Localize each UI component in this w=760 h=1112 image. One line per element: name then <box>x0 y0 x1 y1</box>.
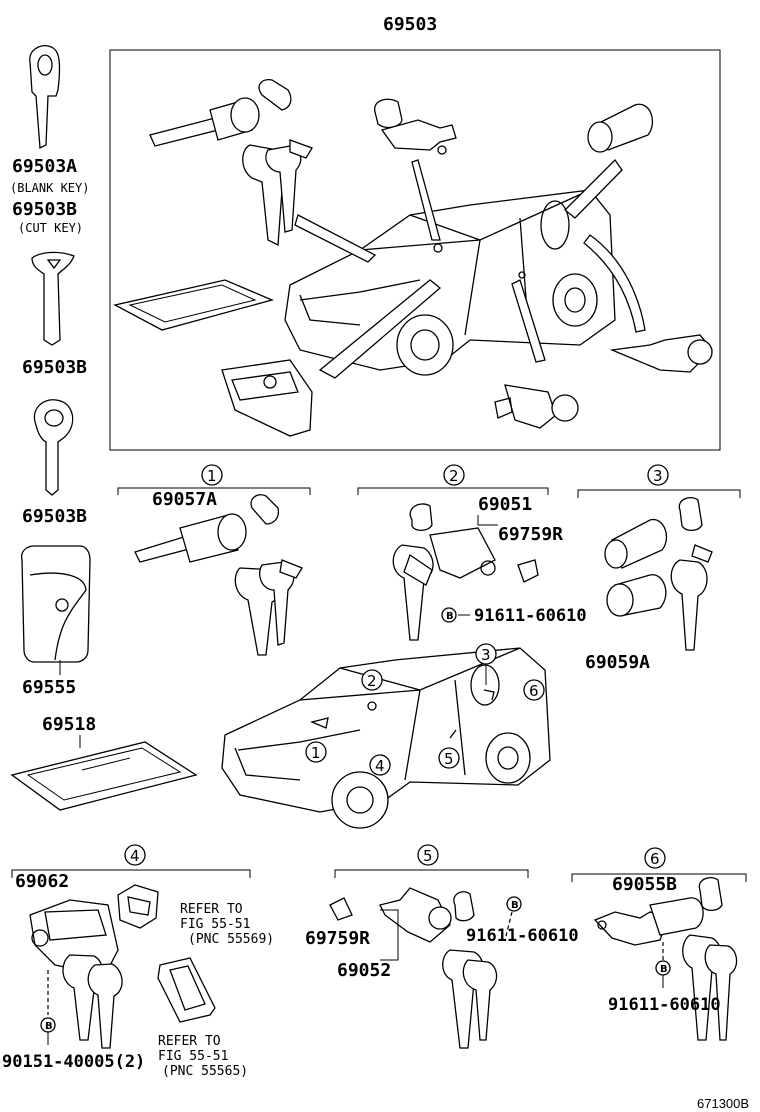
hood-lock-illustration <box>221 359 313 437</box>
rear-door-cylinder-illustration <box>609 334 713 373</box>
ignition-cylinder-illustration <box>149 79 313 247</box>
callout-circle-4-vehicle <box>369 754 391 776</box>
group-1-bracket <box>117 487 311 495</box>
back-door-cylinder-illustration <box>587 103 653 153</box>
leader-line <box>380 909 399 961</box>
vehicle-callout-4: 4 <box>375 757 385 775</box>
callout-circle-5-vehicle <box>438 747 460 769</box>
plate-part-number: 69518 <box>42 714 96 735</box>
group-4-hood-lock <box>29 899 123 1049</box>
group-6-bracket <box>571 873 747 882</box>
blank-key-illustration <box>29 44 61 150</box>
refer-2-line-1: REFER TO <box>158 1034 221 1049</box>
key-plate-illustration <box>113 279 274 331</box>
group-5-main-part-number: 69052 <box>337 960 391 981</box>
leader-band <box>411 159 441 241</box>
group-4-bolt-marker: B <box>45 1021 53 1032</box>
bolt-marker-circle <box>441 607 457 623</box>
cut-key-note: (CUT KEY) <box>18 221 83 235</box>
valet-key-part-number: 69503B <box>22 506 87 527</box>
key-case-part-number: 69555 <box>22 677 76 698</box>
group-1-ignition-cylinder <box>134 494 303 656</box>
group-6-cylinder <box>593 876 738 1041</box>
vehicle-callout-2: 2 <box>367 672 377 690</box>
lock-cover-illustration <box>117 884 159 929</box>
refer-2-line-2: FIG 55-51 <box>158 1049 228 1064</box>
master-key-part-number: 69503B <box>22 357 87 378</box>
group-5-bolt-part-number: 91611-60610 <box>466 926 579 946</box>
callout-circle-3 <box>647 464 669 486</box>
group-6-bolt-part-number: 91611-60610 <box>608 995 721 1015</box>
group-4-bolt-part-number: 90151-40005(2) <box>2 1052 145 1072</box>
refer-1-line-2: FIG 55-51 <box>180 917 250 932</box>
group-5-door-cylinder <box>329 887 498 1049</box>
group-4-bracket <box>11 869 251 878</box>
top-group-part-number: 69503 <box>383 14 437 35</box>
figure-number: 671300B <box>697 1096 749 1111</box>
callout-circle-1 <box>201 464 223 486</box>
dashed-leader <box>504 911 513 941</box>
group-2-glovebox-lock <box>392 503 539 641</box>
group-5-bolt-marker: B <box>511 900 519 911</box>
key-case-illustration <box>20 545 91 663</box>
callout-circle-5 <box>417 844 439 866</box>
glovebox-lock-illustration <box>374 98 457 155</box>
callout-circle-1-vehicle <box>305 741 327 763</box>
bolt-marker-circle <box>506 896 522 912</box>
door-cylinder-illustration <box>494 384 579 429</box>
vehicle-illustration-center <box>221 647 551 829</box>
callout-5-label: 5 <box>423 847 433 865</box>
callout-circle-2 <box>443 464 465 486</box>
refer-1-line-3: (PNC 55569) <box>188 932 274 947</box>
vehicle-callout-3: 3 <box>481 646 491 664</box>
leader-band <box>511 279 546 363</box>
callout-2-label: 2 <box>449 467 459 485</box>
callout-6-label: 6 <box>650 850 660 868</box>
leader-band <box>294 214 377 263</box>
callout-3-label: 3 <box>653 467 663 485</box>
lock-bracket-illustration <box>157 957 216 1023</box>
group-2-bolt-marker: B <box>446 611 454 622</box>
group-2-bolt-part-number: 91611-60610 <box>474 606 587 626</box>
callout-circle-2-vehicle <box>361 669 383 691</box>
group-6-part-number: 69055B <box>612 874 677 895</box>
leader-band <box>564 158 623 219</box>
group-2-bracket <box>357 487 549 495</box>
leader-line <box>477 515 498 526</box>
top-group-frame <box>109 49 721 451</box>
callout-circle-6-vehicle <box>523 679 545 701</box>
plate-illustration <box>10 741 198 811</box>
blank-key-note: (BLANK KEY) <box>10 181 89 195</box>
group-5-spring-part-number: 69759R <box>305 928 370 949</box>
vehicle-callout-1: 1 <box>311 744 321 762</box>
vehicle-illustration-top <box>284 189 616 376</box>
group-2-spring-part-number: 69759R <box>498 524 563 545</box>
vehicle-callout-5: 5 <box>444 750 454 768</box>
valet-key-illustration <box>33 399 74 496</box>
group-3-bracket <box>577 489 741 498</box>
group-5-bracket <box>334 869 529 878</box>
group-1-part-number: 69057A <box>152 489 217 510</box>
callout-1-label: 1 <box>207 467 217 485</box>
group-2-main-part-number: 69051 <box>478 494 532 515</box>
group-3-cylinders <box>604 496 713 651</box>
vehicle-callout-6: 6 <box>529 682 539 700</box>
group-3-part-number: 69059A <box>585 652 650 673</box>
leader-band <box>318 279 442 379</box>
group-4-part-number: 69062 <box>15 871 69 892</box>
master-key-illustration <box>31 251 75 346</box>
callout-circle-4 <box>124 844 146 866</box>
refer-2-line-3: (PNC 55565) <box>162 1064 248 1079</box>
leader-band <box>583 234 646 333</box>
callout-circle-6 <box>644 847 666 869</box>
refer-1-line-1: REFER TO <box>180 902 243 917</box>
cut-key-part-number: 69503B <box>12 199 77 220</box>
callout-4-label: 4 <box>130 847 140 865</box>
group-6-bolt-marker: B <box>660 964 668 975</box>
blank-key-part-number: 69503A <box>12 156 77 177</box>
